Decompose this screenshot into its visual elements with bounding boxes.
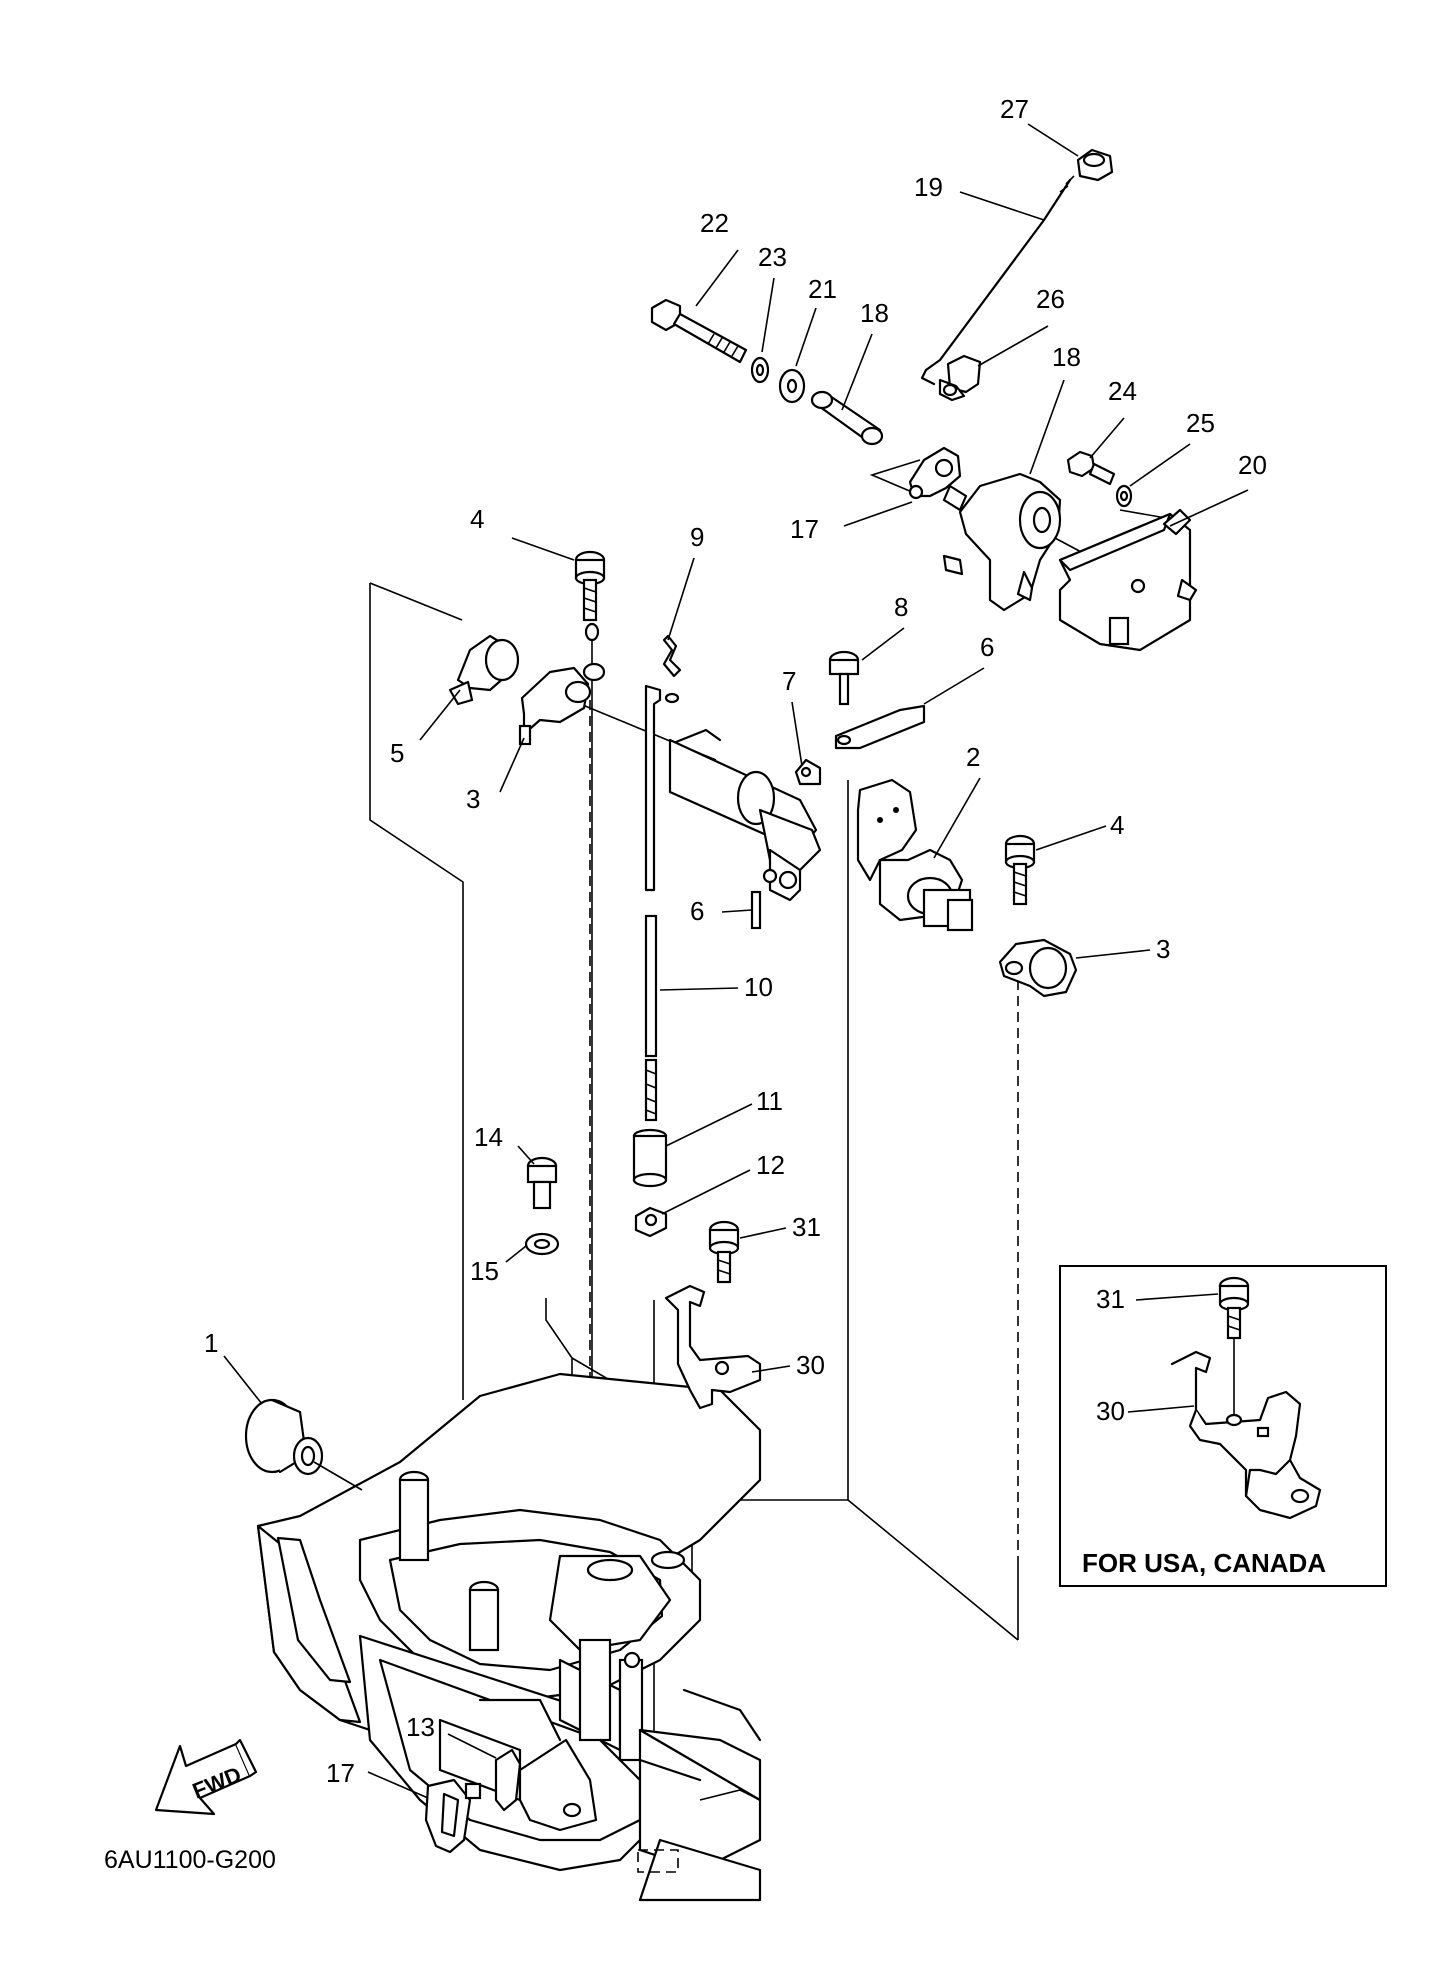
part-25-washer [750, 356, 770, 384]
part-22-bracket [1058, 508, 1198, 652]
part-13-nut [634, 1206, 668, 1238]
part-18-lever [942, 472, 1062, 612]
part-27-washer [1115, 484, 1133, 508]
part-2-lever [856, 778, 974, 932]
callout-19: 17 [790, 514, 819, 544]
part-6-pin [750, 890, 762, 930]
part-16-washer [524, 1232, 560, 1256]
part-8-clip [794, 758, 822, 786]
diagram-code: 6AU1100-G200 [104, 1846, 276, 1874]
callout-31: 31 [792, 1212, 821, 1242]
callout-13: 12 [756, 1150, 785, 1180]
callout-30: 30 [796, 1350, 825, 1380]
callout-24: 22 [700, 208, 729, 238]
callout-3-left: 3 [466, 784, 480, 814]
leader-lines [223, 123, 1249, 1799]
part-3-bracket-left [518, 662, 606, 746]
callout-16: 15 [470, 1256, 499, 1286]
inset-box [1059, 1265, 1387, 1587]
callout-11: 9 [690, 522, 704, 552]
part-15-bolt [526, 1156, 558, 1210]
callout-7: 6 [980, 632, 994, 662]
callout-12: 11 [756, 1086, 783, 1116]
callout-5: 5 [390, 738, 404, 768]
callout-8: 7 [782, 666, 796, 696]
part-26-bolt [1066, 450, 1116, 486]
callout-20: 18 [860, 298, 889, 328]
part-20-sleeve [810, 390, 884, 446]
callout-28: 26 [1036, 284, 1065, 314]
part-1-grommet [244, 1398, 363, 1491]
part-4-bolt-right [1004, 834, 1036, 906]
part-10-rod [644, 684, 680, 1122]
part-14-clip [494, 1738, 598, 1832]
callout-22: 20 [1238, 450, 1267, 480]
callout-4-right: 4 [1110, 810, 1124, 840]
part-3-bracket-right [998, 938, 1078, 998]
part-21-rod [920, 175, 1075, 386]
part-7-plate [834, 704, 926, 750]
callout-23: 21 [808, 274, 837, 304]
callout-9: 8 [894, 592, 908, 622]
callout-27: 25 [1186, 408, 1215, 438]
callout-14: 13 [406, 1712, 435, 1742]
callout-18: 18 [1052, 342, 1081, 372]
callouts: 27 19 22 23 21 18 26 18 24 25 20 17 4 9 … [204, 94, 1267, 1788]
callout-25: 23 [758, 242, 787, 272]
callout-21: 19 [914, 172, 943, 202]
inset-callout-31: 31 [1096, 1284, 1125, 1314]
part-11-clip [662, 634, 682, 678]
cross-shaft [668, 728, 822, 902]
part-5-collar [448, 634, 520, 706]
part-17-clip [424, 1778, 482, 1854]
part-9-screw [828, 650, 860, 706]
inset-callout-30: 30 [1096, 1396, 1125, 1426]
callout-1: 1 [204, 1328, 218, 1358]
part-19-lever [908, 446, 962, 500]
part-28-joint [938, 354, 982, 402]
callout-26: 24 [1108, 376, 1137, 406]
callout-29: 27 [1000, 94, 1029, 124]
part-24-bolt [650, 298, 748, 364]
callout-4-top: 4 [470, 504, 484, 534]
callout-6: 6 [690, 896, 704, 926]
callout-17: 17 [326, 1758, 355, 1788]
part-23-washer [778, 368, 806, 404]
inset-title: FOR USA, CANADA [1082, 1548, 1326, 1578]
part-4-bolt-top [574, 550, 606, 642]
fwd-arrow-icon: FWD [154, 1738, 258, 1816]
callout-10: 10 [744, 972, 773, 1002]
part-29-nut [1076, 148, 1114, 182]
callout-2: 2 [966, 742, 980, 772]
part-12-sleeve [632, 1128, 668, 1188]
part-31-bolt [708, 1220, 740, 1284]
lower-cowling [256, 1372, 762, 1902]
callout-15: 14 [474, 1122, 503, 1152]
part-30-bracket [664, 1284, 762, 1410]
callout-3-right: 3 [1156, 934, 1170, 964]
